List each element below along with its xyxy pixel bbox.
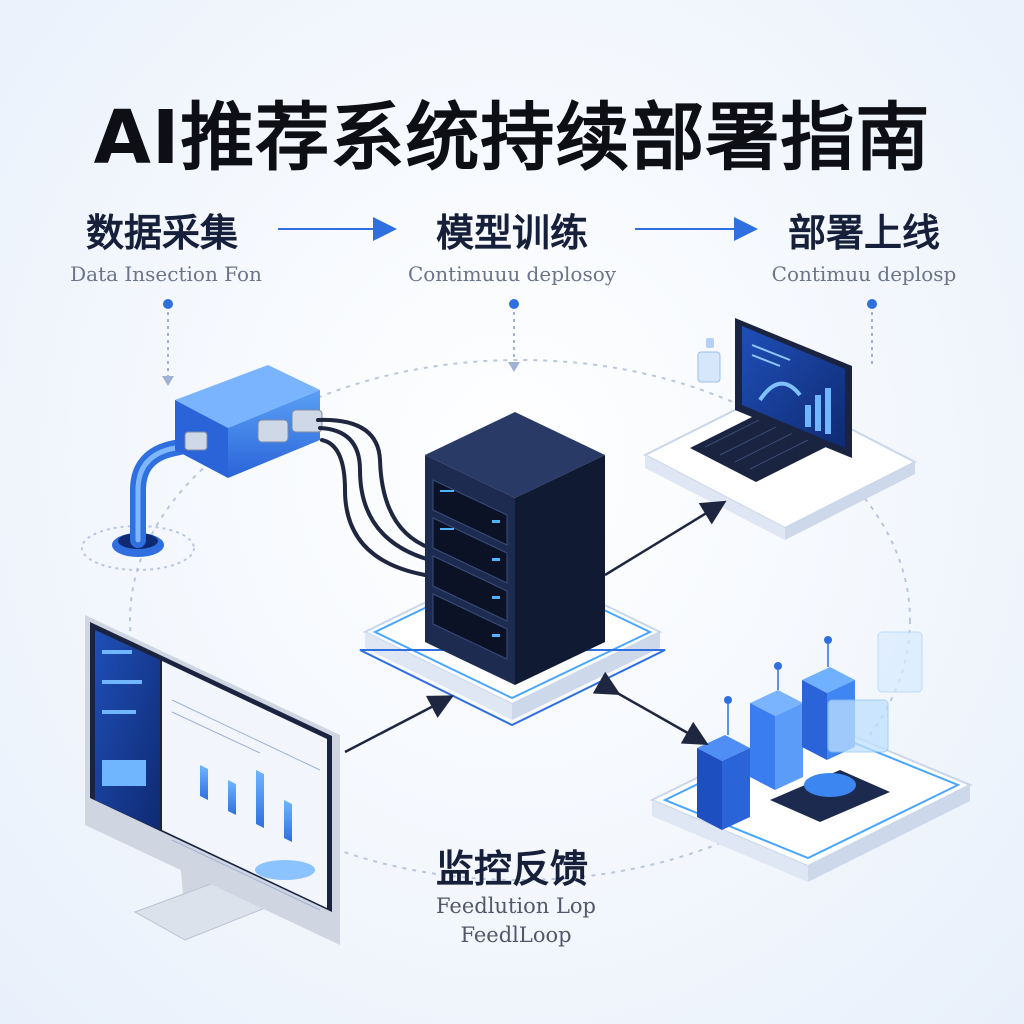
central-server <box>359 412 666 727</box>
dashed-cycle-ring <box>129 359 911 881</box>
analytics-platform <box>649 631 973 882</box>
feedback-sub-2: FeedlLoop <box>460 923 572 947</box>
stage-sub-deploy: Contimuu deplosp <box>771 262 957 286</box>
stage-label-ingestion: 数据采集 <box>85 211 238 255</box>
stage-sub-ingestion: Data Insection Fon <box>70 262 262 286</box>
data-ingestion-device <box>81 365 323 571</box>
drop-line-center <box>508 299 520 372</box>
cables <box>316 417 432 577</box>
monitoring-dashboard <box>85 615 340 945</box>
feedback-sub-1: Feedlution Lop <box>436 894 596 918</box>
feedback-label: 监控反馈 <box>435 847 588 891</box>
arrow-server-to-deploy <box>604 500 727 577</box>
stage-label-training: 模型训练 <box>435 211 588 255</box>
drop-line-left <box>162 299 174 386</box>
arrow-dashboard-to-server <box>344 695 454 754</box>
stage-sub-training: Contimuuu deplosoy <box>407 262 617 286</box>
deploy-workstation <box>642 318 918 540</box>
drop-line-right <box>867 299 877 368</box>
arrow-server-to-analytics <box>592 671 709 745</box>
stage-label-deploy: 部署上线 <box>787 211 940 255</box>
page-title: AI推荐系统持续部署指南 <box>93 95 931 181</box>
